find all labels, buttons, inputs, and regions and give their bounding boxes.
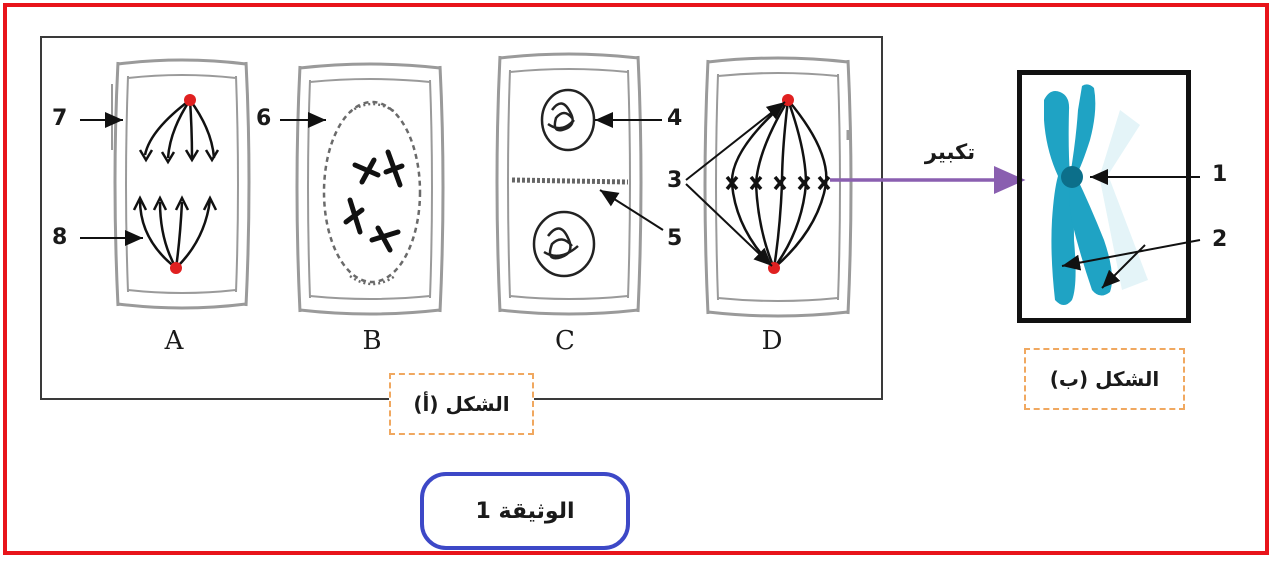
marker-8: 8 [52,225,68,250]
cell-c [495,52,643,316]
pointer-arrows [80,101,786,267]
arrow-5 [599,189,664,231]
spindle-pole-a-top [184,94,196,106]
cell-label-a: A [164,326,184,356]
cell-label-c: C [555,326,575,356]
arrow-2b [1101,244,1146,289]
marker-3: 3 [667,168,683,193]
centromere [1061,166,1083,188]
marker-2: 2 [1212,227,1228,252]
chromatid-left [1044,91,1076,305]
arrow-2a [1061,239,1201,271]
document-frame [3,3,1269,555]
chromatid-right [1069,84,1112,296]
marker-4: 4 [667,106,683,131]
document-label: الوثيقة 1 [420,472,630,550]
zoom-label: تكبير [924,140,976,164]
pointer-arrows-b [1061,169,1201,289]
figure-a-caption: الشكل (أ) [389,373,534,435]
cell-d [703,56,853,318]
arrow-3-top [685,101,786,181]
marker-7: 7 [52,106,68,131]
figure-b-panel [1017,70,1191,323]
cell-b-nucleus [322,100,422,286]
cell-c-nuclei [532,88,596,278]
cell-label-d: D [761,326,783,356]
cell-b [295,62,445,316]
marker-5: 5 [667,226,683,251]
cell-b-chromosomes [343,149,405,253]
cell-a-spindle [132,99,220,269]
chromosome-enlarged [1044,84,1148,305]
figure-b-caption: الشكل (ب) [1024,348,1185,410]
cell-label-b: B [362,326,382,356]
marker-1: 1 [1212,162,1228,187]
cell-d-chromosomes [725,175,831,191]
sister-chromatid-faint [1100,110,1140,175]
marker-6: 6 [256,106,272,131]
cell-a [111,58,251,310]
arrow-3-bottom [685,183,773,267]
cell-plate [511,177,629,185]
spindle-pole-a-bottom [170,262,182,274]
